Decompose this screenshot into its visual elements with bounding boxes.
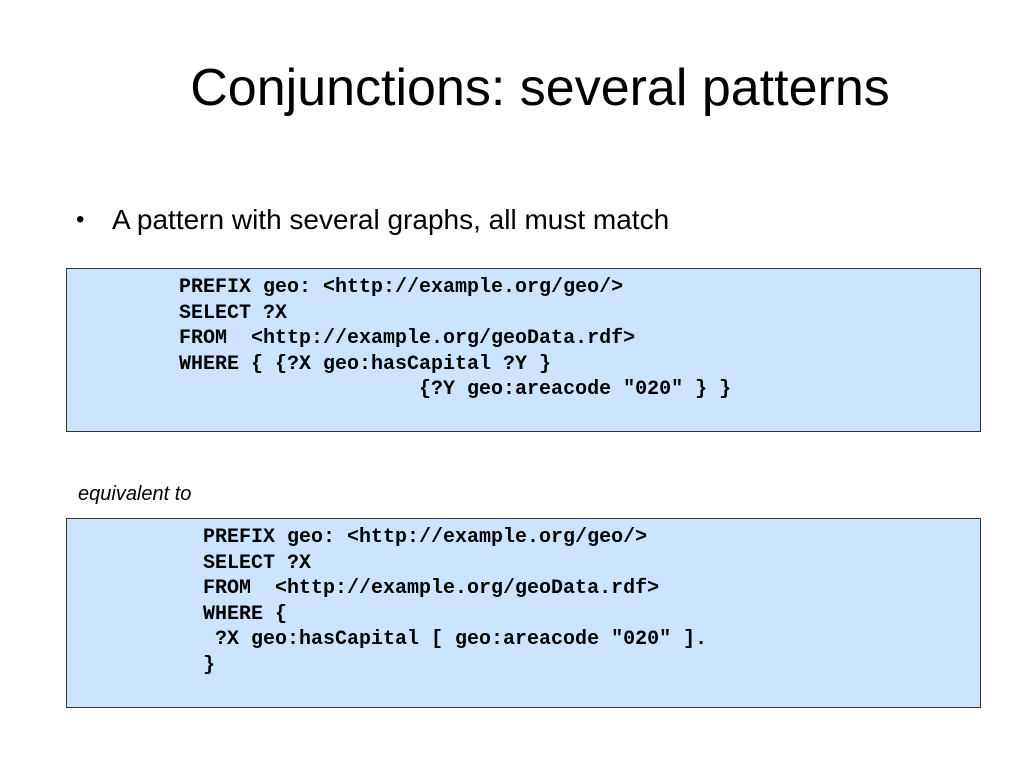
code-line: SELECT ?X <box>179 301 288 325</box>
code-line: SELECT ?X <box>203 551 312 575</box>
code-line: FROM <http://example.org/geoData.rdf> <box>179 327 636 350</box>
code-line: ?X geo:hasCapital [ geo:areacode "020" ]… <box>203 628 708 651</box>
code-line: PREFIX geo: <http://example.org/geo/> <box>179 276 624 299</box>
code-line: WHERE { {?X geo:hasCapital ?Y } <box>179 352 552 376</box>
code-line: } <box>203 653 216 677</box>
code-line: WHERE { <box>203 602 288 626</box>
code-line: FROM <http://example.org/geoData.rdf> <box>203 577 660 600</box>
bullet-item: • A pattern with several graphs, all mus… <box>76 200 669 240</box>
code-block-1: PREFIX geo: <http://example.org/geo/>SEL… <box>66 268 981 432</box>
equivalent-to-label: equivalent to <box>78 483 192 505</box>
code-block-2-text: PREFIX geo: <http://example.org/geo/>SEL… <box>203 525 707 678</box>
code-line: {?Y geo:areacode "020" } } <box>179 378 732 401</box>
bullet-text: A pattern with several graphs, all must … <box>112 204 670 235</box>
bullet-icon: • <box>76 206 85 233</box>
code-line: PREFIX geo: <http://example.org/geo/> <box>203 526 648 549</box>
code-block-1-text: PREFIX geo: <http://example.org/geo/>SEL… <box>179 275 731 403</box>
slide-title: Conjunctions: several patterns <box>190 59 890 117</box>
code-block-2: PREFIX geo: <http://example.org/geo/>SEL… <box>66 518 981 708</box>
